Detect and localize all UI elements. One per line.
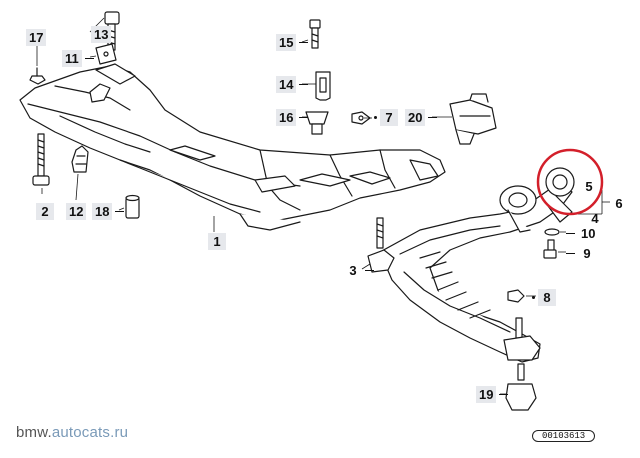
diagram-id-label: 00103613 <box>532 430 596 442</box>
callout-16[interactable]: 16 <box>276 109 309 126</box>
ball-joint-19 <box>505 363 537 411</box>
callout-11-leader <box>84 57 94 60</box>
callout-2-number: 2 <box>36 203 54 220</box>
callout-13-number: 13 <box>91 26 112 43</box>
callout-4[interactable]: 4 <box>586 210 604 227</box>
callout-15-leader <box>299 41 309 44</box>
callout-5[interactable]: 5 <box>580 178 598 195</box>
callout-17[interactable]: 17 <box>26 29 47 46</box>
screw-15 <box>309 19 321 49</box>
callout-18[interactable]: 18 <box>92 203 125 220</box>
washer-10 <box>544 228 560 236</box>
callout-12[interactable]: 12 <box>66 203 87 220</box>
watermark-domain: autocats.ru <box>51 424 129 441</box>
bushing-4 <box>545 167 575 223</box>
callout-5-number: 5 <box>585 179 593 194</box>
callout-12-number: 12 <box>66 203 87 220</box>
callout-14-number: 14 <box>276 76 297 93</box>
watermark-prefix: bmw. <box>16 424 52 441</box>
callout-19-leader <box>499 393 509 396</box>
callout-14[interactable]: 14 <box>276 76 309 93</box>
site-watermark: bmw.autocats.ru <box>16 424 128 441</box>
callout-8-dot <box>532 296 535 299</box>
callout-11-number: 11 <box>62 50 82 67</box>
callout-16-number: 16 <box>276 109 297 126</box>
callout-15-number: 15 <box>276 34 297 51</box>
nut-16 <box>305 111 329 135</box>
rubber-mount-5 <box>499 185 537 233</box>
sleeve-18 <box>125 194 140 219</box>
callout-1-number: 1 <box>208 233 226 250</box>
callout-7-dot <box>374 116 377 119</box>
callout-3[interactable]: 3 <box>344 262 374 279</box>
callout-15[interactable]: 15 <box>276 34 309 51</box>
callout-20[interactable]: 20 <box>405 109 438 126</box>
callout-10-number: 10 <box>581 226 596 241</box>
callout-6[interactable]: 6 <box>610 195 628 212</box>
callout-18-leader <box>115 210 125 213</box>
callout-10-leader <box>566 232 575 235</box>
callout-3-number: 3 <box>349 263 357 278</box>
callout-20-leader <box>428 116 438 119</box>
callout-1[interactable]: 1 <box>208 233 226 250</box>
callout-19-number: 19 <box>476 386 497 403</box>
callout-6-number: 6 <box>615 196 623 211</box>
callout-2[interactable]: 2 <box>36 203 54 220</box>
callout-18-number: 18 <box>92 203 113 220</box>
highlight-circle <box>536 148 604 216</box>
clip-14 <box>315 71 331 101</box>
callout-17-number: 17 <box>26 29 47 46</box>
callout-10[interactable]: 10 <box>566 225 598 242</box>
callout-9-leader <box>566 252 575 255</box>
callout-11[interactable]: 11 <box>62 50 94 67</box>
callout-7[interactable]: 7 <box>374 109 398 126</box>
callout-3-leader <box>365 269 374 272</box>
bracket-11 <box>95 43 117 65</box>
bolt-9 <box>543 239 557 259</box>
bump-stop-12 <box>71 145 89 173</box>
callout-19[interactable]: 19 <box>476 386 509 403</box>
bolt-3 <box>367 217 395 273</box>
callout-9-number: 9 <box>583 246 591 261</box>
callout-20-number: 20 <box>405 109 426 126</box>
mount-20 <box>449 93 497 145</box>
callout-14-leader <box>299 83 309 86</box>
callout-8[interactable]: 8 <box>532 289 556 306</box>
front-axle-carrier <box>19 63 446 231</box>
callout-16-leader <box>299 116 309 119</box>
bolt-2 <box>32 133 50 186</box>
callout-13[interactable]: 13 <box>91 26 112 43</box>
callout-4-number: 4 <box>591 211 599 226</box>
ball-joint <box>503 317 541 361</box>
nut-8 <box>507 289 525 303</box>
callout-9[interactable]: 9 <box>566 245 596 262</box>
callout-8-number: 8 <box>538 289 556 306</box>
nut-7 <box>351 111 371 125</box>
control-arm <box>379 181 573 363</box>
fastener-17 <box>29 67 46 85</box>
callout-7-number: 7 <box>380 109 398 126</box>
